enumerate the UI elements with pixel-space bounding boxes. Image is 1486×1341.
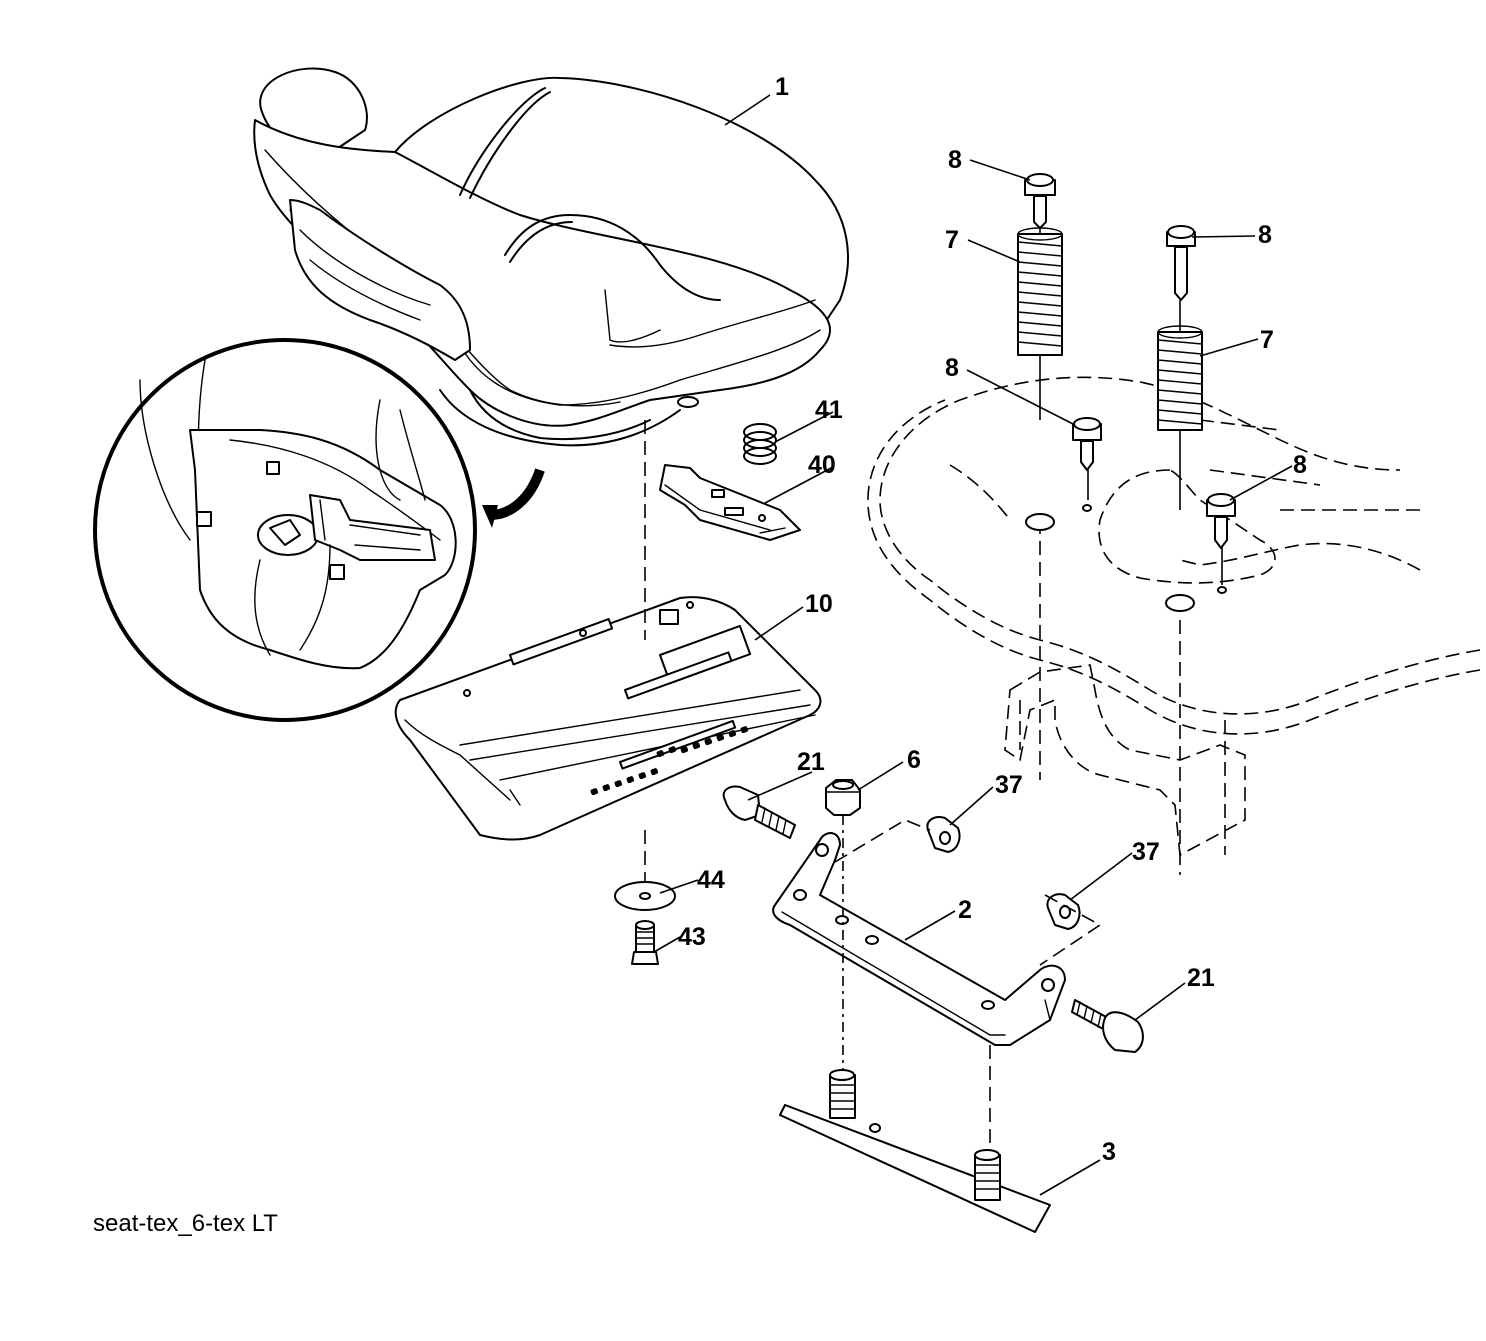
screw — [631, 920, 659, 965]
bolt-21-right — [1071, 999, 1144, 1053]
bolt-8-top-left — [1024, 173, 1056, 229]
leader-lines — [653, 94, 1293, 1196]
callout-37-right: 37 — [1132, 838, 1160, 866]
callout-8-top-left: 8 — [948, 146, 962, 174]
seat — [253, 67, 849, 447]
callout-44: 44 — [697, 866, 725, 894]
spring-left — [1017, 227, 1063, 356]
nut-37-right — [1046, 893, 1081, 930]
small-spring — [743, 423, 777, 465]
callout-10: 10 — [805, 590, 833, 618]
callout-7-right: 7 — [1260, 326, 1274, 354]
callout-21-left: 21 — [797, 748, 825, 776]
callout-41: 41 — [815, 396, 843, 424]
washer — [614, 881, 676, 911]
bolt-8-top-right — [1166, 225, 1196, 301]
seat-bracket — [772, 832, 1066, 1046]
bolt-8-mid-left — [1072, 417, 1102, 471]
spring-right — [1157, 325, 1203, 431]
detail-magnifier — [93, 338, 545, 722]
callout-37-left: 37 — [995, 771, 1023, 799]
tractor-frame — [867, 376, 1481, 875]
callout-2: 2 — [958, 896, 972, 924]
callout-43: 43 — [678, 923, 706, 951]
callout-21-right: 21 — [1187, 964, 1215, 992]
callout-1: 1 — [775, 73, 789, 101]
callout-3: 3 — [1102, 1138, 1116, 1166]
bolt-8-mid-right — [1206, 493, 1236, 549]
nut-37-left — [926, 816, 961, 853]
callout-7-left: 7 — [945, 226, 959, 254]
diagram-caption: seat-tex_6-tex LT — [93, 1210, 278, 1237]
nut-6 — [825, 779, 861, 816]
bolt-21-left — [722, 785, 796, 839]
callout-8-mid-right: 8 — [1293, 451, 1307, 479]
callout-labels: 1 2 3 6 7 7 8 8 8 8 10 21 21 37 37 40 41… — [678, 73, 1307, 1166]
seat-pan — [394, 596, 822, 841]
callout-8-top-right: 8 — [1258, 221, 1272, 249]
callout-40: 40 — [808, 451, 836, 479]
callout-6: 6 — [907, 746, 921, 774]
clip — [659, 464, 801, 541]
mount-plate — [779, 1069, 1051, 1233]
callout-8-mid-left: 8 — [945, 354, 959, 382]
